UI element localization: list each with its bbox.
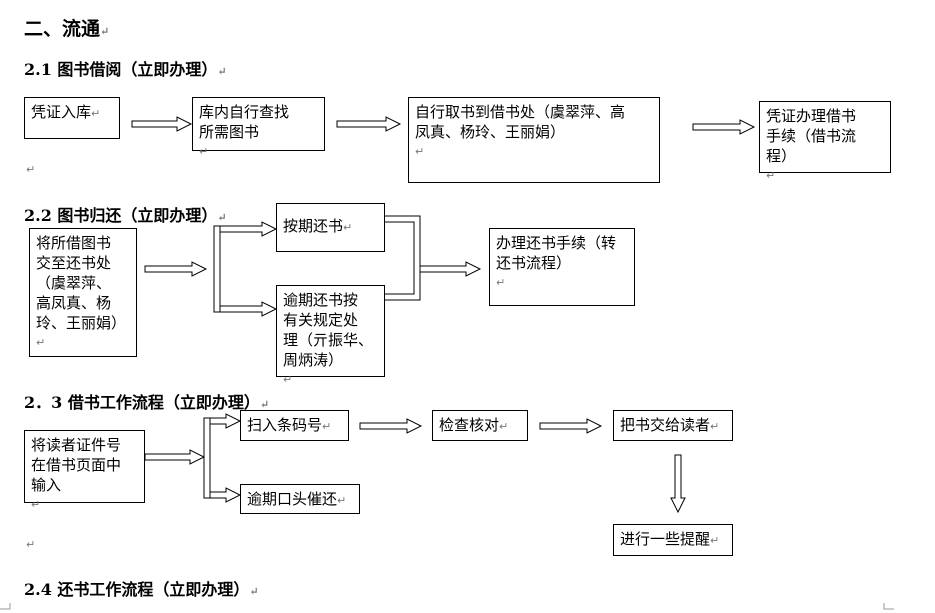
flow-box-scan-barcode: 扫入条码号↵ <box>240 410 349 441</box>
paragraph-mark: ↵ <box>100 25 110 38</box>
flow-box-give-reminders: 进行一些提醒↵ <box>613 524 733 556</box>
arrow-branch-to-overdue <box>219 301 278 317</box>
flow-box-find-books: 库内自行查找 所需图书↵ <box>192 97 325 158</box>
flow-box-return-procedure: 办理还书手续（转 还书流程）↵ <box>489 228 635 306</box>
section-2-3-title: 2．3 借书工作流程（立即办理）↵ <box>24 393 270 412</box>
arrow-merge-to-procedure <box>419 261 482 277</box>
flow-box-overdue-return: 逾期还书按 有关规定处 理（亓振华、 周炳涛）↵ <box>276 285 385 386</box>
arrow-desk-to-procedure <box>692 119 756 135</box>
empty-paragraph-mark: ↵ <box>26 538 36 551</box>
arrow-find-to-desk <box>336 116 402 132</box>
branch-bracket-vertical <box>213 225 221 313</box>
paragraph-mark: ↵ <box>249 585 259 598</box>
flow-box-voucher-entry: 凭证入库↵ <box>24 97 120 139</box>
section-2-1-title: 2.1 图书借阅（立即办理）↵ <box>24 60 227 79</box>
arrow-enter-to-branch <box>144 449 206 465</box>
arrow-hand-to-reminders <box>670 454 686 514</box>
flow-box-borrow-procedure: 凭证办理借书 手续（借书流 程）↵ <box>759 101 891 182</box>
paragraph-mark: ↵ <box>217 211 227 224</box>
arrow-branch-to-on-time <box>219 221 278 237</box>
flow-box-enter-card-number: 将读者证件号 在借书页面中 输入↵ <box>24 430 145 511</box>
flow-box-check-verify: 检查核对↵ <box>432 410 528 441</box>
flow-box-return-desk: 将所借图书 交至还书处 （虞翠萍、 高凤真、杨 玲、王丽娟）↵ <box>29 228 137 357</box>
paragraph-mark: ↵ <box>217 65 227 78</box>
flow-box-on-time-return: 按期还书↵ <box>276 203 385 252</box>
section-heading: 二、流通↵ <box>24 18 110 40</box>
arrow-scan-to-check <box>359 418 423 434</box>
arrow-check-to-hand <box>539 418 603 434</box>
merge-line-inner <box>385 221 415 295</box>
arrow-branch-to-scan <box>209 413 242 429</box>
paragraph-mark: ↵ <box>259 398 270 411</box>
flow-box-hand-book-to-reader: 把书交给读者↵ <box>613 410 733 441</box>
section-2-2-title: 2.2 图书归还（立即办理）↵ <box>24 206 227 225</box>
branch-bracket-vertical <box>203 417 211 499</box>
flow-box-overdue-reminder: 逾期口头催还↵ <box>240 484 360 514</box>
page-corner-mark <box>883 603 894 610</box>
page-corner-mark <box>0 603 11 610</box>
arrow-branch-to-overdue-reminder <box>209 487 242 503</box>
merge-line-outer <box>385 215 421 301</box>
arrow-voucher-to-find <box>131 116 193 132</box>
flow-box-borrow-desk: 自行取书到借书处（虞翠萍、高 凤真、杨玲、王丽娟）↵ <box>408 97 660 183</box>
empty-paragraph-mark: ↵ <box>26 163 36 176</box>
section-2-4-title: 2.4 还书工作流程（立即办理）↵ <box>24 580 259 599</box>
arrow-return-desk-to-branch <box>144 261 208 277</box>
